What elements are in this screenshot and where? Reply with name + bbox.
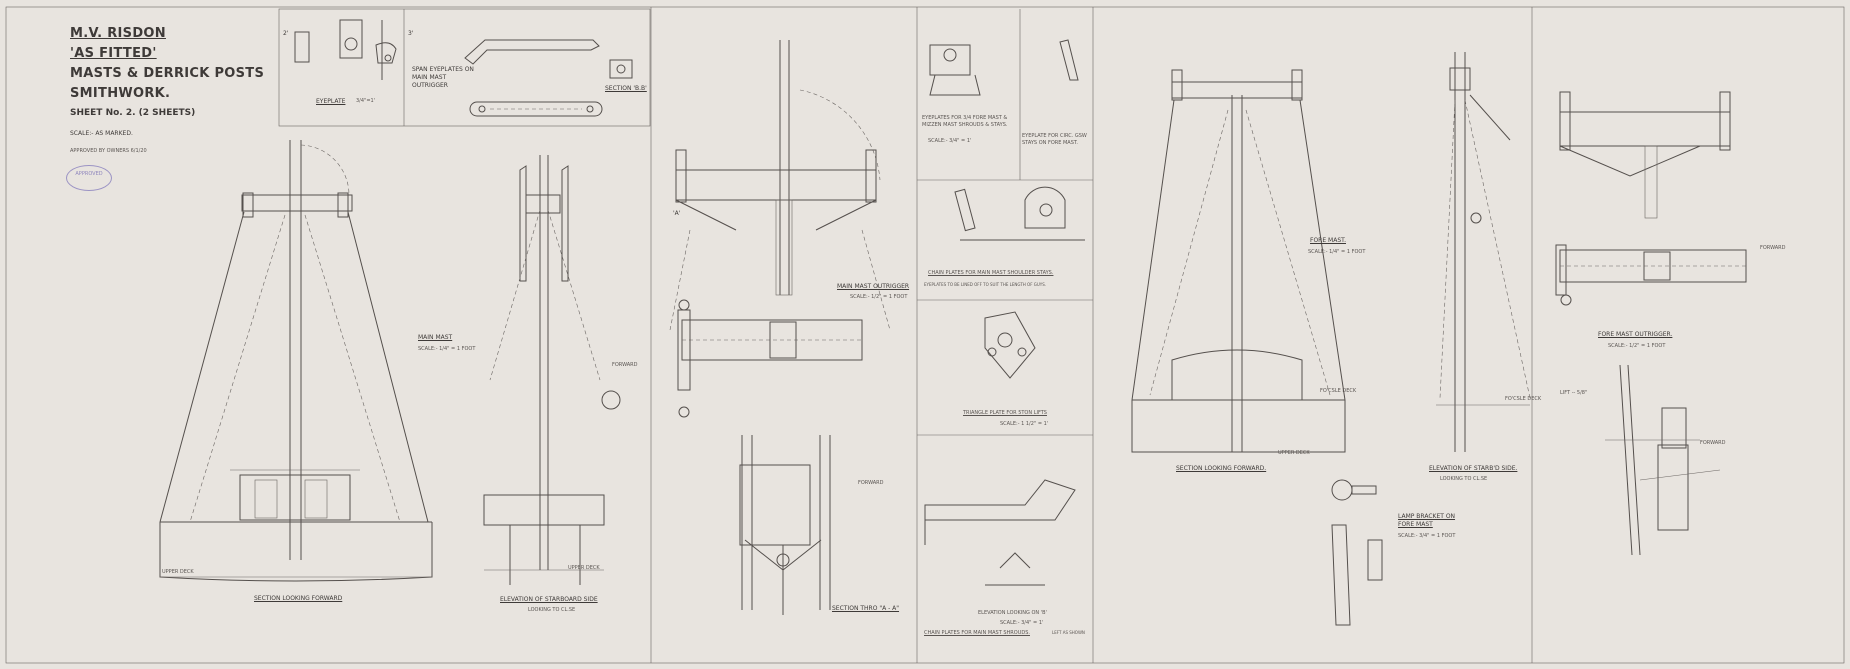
triangle-plate-title: TRIANGLE PLATE FOR 5TON LIFTS xyxy=(963,410,1047,416)
forward-label-fore: FORWARD xyxy=(1700,440,1726,446)
eyeplates-fore-title: EYEPLATES FOR 3/4 FORE MAST & MIZZEN MAS… xyxy=(922,115,1008,128)
lamp-bracket-scale: SCALE:- 3/4" = 1 FOOT xyxy=(1398,533,1456,539)
starboard-elevation-subtitle: LOOKING TO CL.SE xyxy=(528,607,576,613)
main-outrigger-scale: SCALE:- 1/2" = 1 FOOT xyxy=(850,294,908,300)
drawing-status: 'AS FITTED' xyxy=(70,46,157,61)
main-mast-outrigger-drawing xyxy=(669,40,891,331)
forecastle-deck-label-2: FO'CSLE DECK xyxy=(1320,388,1357,394)
section-aa-title: SECTION THRO "A - A" xyxy=(832,605,900,612)
eyeplates-fore-scale: SCALE:- 3/4" = 1' xyxy=(928,138,972,144)
main-outrigger-title: MAIN MAST OUTRIGGER xyxy=(837,283,910,290)
fore-section-forward-title: SECTION LOOKING FORWARD. xyxy=(1176,465,1267,472)
approval-note: APPROVED BY OWNERS 6/1/20 xyxy=(70,148,147,154)
fore-mast-elevation-drawing xyxy=(1436,52,1531,452)
fore-elevation-subtitle: LOOKING TO CL.SE xyxy=(1440,476,1488,482)
main-section-forward-title: SECTION LOOKING FORWARD xyxy=(254,595,343,602)
triangle-plate-scale: SCALE:- 1 1/2" = 1' xyxy=(1000,421,1049,427)
fore-mast-title: FORE MAST. xyxy=(1310,237,1346,244)
a-marker: 'A' xyxy=(673,210,681,217)
outrigger-plan-drawing xyxy=(677,299,863,418)
approval-stamp: APPROVED xyxy=(66,165,112,191)
chain-plates-shrouds-note: LEFT AS SHOWN xyxy=(1052,630,1085,635)
section-bb-title: SECTION 'B.B' xyxy=(605,85,647,92)
main-mast-scale: SCALE:- 1/4" = 1 FOOT xyxy=(418,346,476,352)
forecastle-deck-label: FO'CSLE DECK xyxy=(1505,396,1542,402)
lamp-bracket-title: LAMP BRACKET ON FORE MAST xyxy=(1398,513,1456,528)
drawing-subject: MASTS & DERRICK POSTS xyxy=(70,66,265,81)
elevation-b-scale: SCALE:- 3/4" = 1' xyxy=(1000,620,1044,626)
starboard-elevation-title: ELEVATION OF STARBOARD SIDE xyxy=(500,596,598,603)
chain-plates-shrouds-title: CHAIN PLATES FOR MAIN MAST SHROUDS. xyxy=(924,630,1030,636)
forward-label-outrigger: FORWARD xyxy=(1760,245,1786,251)
sheet-border xyxy=(5,6,1845,664)
scale-note: SCALE:- AS MARKED. xyxy=(70,130,133,137)
triangle-plate-detail xyxy=(984,311,1036,379)
chain-plates-shrouds-detail xyxy=(924,479,1076,586)
span-eyeplates-detail xyxy=(464,39,633,117)
elevation-b-title: ELEVATION LOOKING ON 'B' xyxy=(978,610,1047,616)
lift-label: LIFT -- 5/8" xyxy=(1560,390,1588,396)
eyeplate-circ-title: EYEPLATE FOR CIRC. GSW STAYS ON FORE MAS… xyxy=(1022,133,1087,146)
upper-deck-label-starboard: UPPER DECK xyxy=(568,565,600,571)
eyeplate-scale: 3/4"=1' xyxy=(356,98,376,104)
fore-mast-scale: SCALE:- 1/4" = 1 FOOT xyxy=(1308,249,1366,255)
forward-label-starboard: FORWARD xyxy=(612,362,638,368)
vessel-name: M.V. RISDON xyxy=(70,26,166,41)
main-mast-section-drawing xyxy=(159,140,433,582)
fore-outrigger-title: FORE MAST OUTRIGGER. xyxy=(1598,331,1673,338)
starboard-elevation-drawing xyxy=(483,155,621,585)
main-mast-title: MAIN MAST xyxy=(418,334,453,341)
fore-elevation-title: ELEVATION OF STARB'D SIDE. xyxy=(1429,465,1518,472)
drawing-trade: SMITHWORK. xyxy=(70,86,171,101)
eyeplate-detail-box xyxy=(278,8,651,127)
chain-plates-shoulder-note: EYEPLATES TO BE LINED OFF TO SUIT THE LE… xyxy=(924,282,1047,287)
eyeplate-title: EYEPLATE xyxy=(316,98,346,105)
fore-outrigger-scale: SCALE:- 1/2" = 1 FOOT xyxy=(1608,343,1666,349)
fore-mast-section-drawing xyxy=(1131,69,1346,453)
section-aa-drawing xyxy=(739,435,831,615)
detail-marker-3: 3' xyxy=(408,30,414,37)
chain-plates-shoulder-title: CHAIN PLATES FOR MAIN MAST SHOULDER STAY… xyxy=(928,270,1054,276)
detail-marker-2: 2' xyxy=(283,30,289,37)
fore-mast-outrigger-drawing xyxy=(1555,91,1747,306)
span-eyeplates-title: SPAN EYEPLATES ON MAIN MAST OUTRIGGER xyxy=(412,66,474,89)
sheet-number: SHEET No. 2. (2 SHEETS) xyxy=(70,108,196,118)
eyeplates-fore-mast-detail xyxy=(929,39,1085,241)
fore-mast-outrigger-side-drawing xyxy=(1605,364,1721,556)
forward-label-section: FORWARD xyxy=(858,480,884,486)
upper-deck-label-main: UPPER DECK xyxy=(162,569,194,575)
lamp-bracket-drawing xyxy=(1331,479,1383,626)
upper-deck-label-fore: UPPER DECK xyxy=(1278,450,1310,456)
